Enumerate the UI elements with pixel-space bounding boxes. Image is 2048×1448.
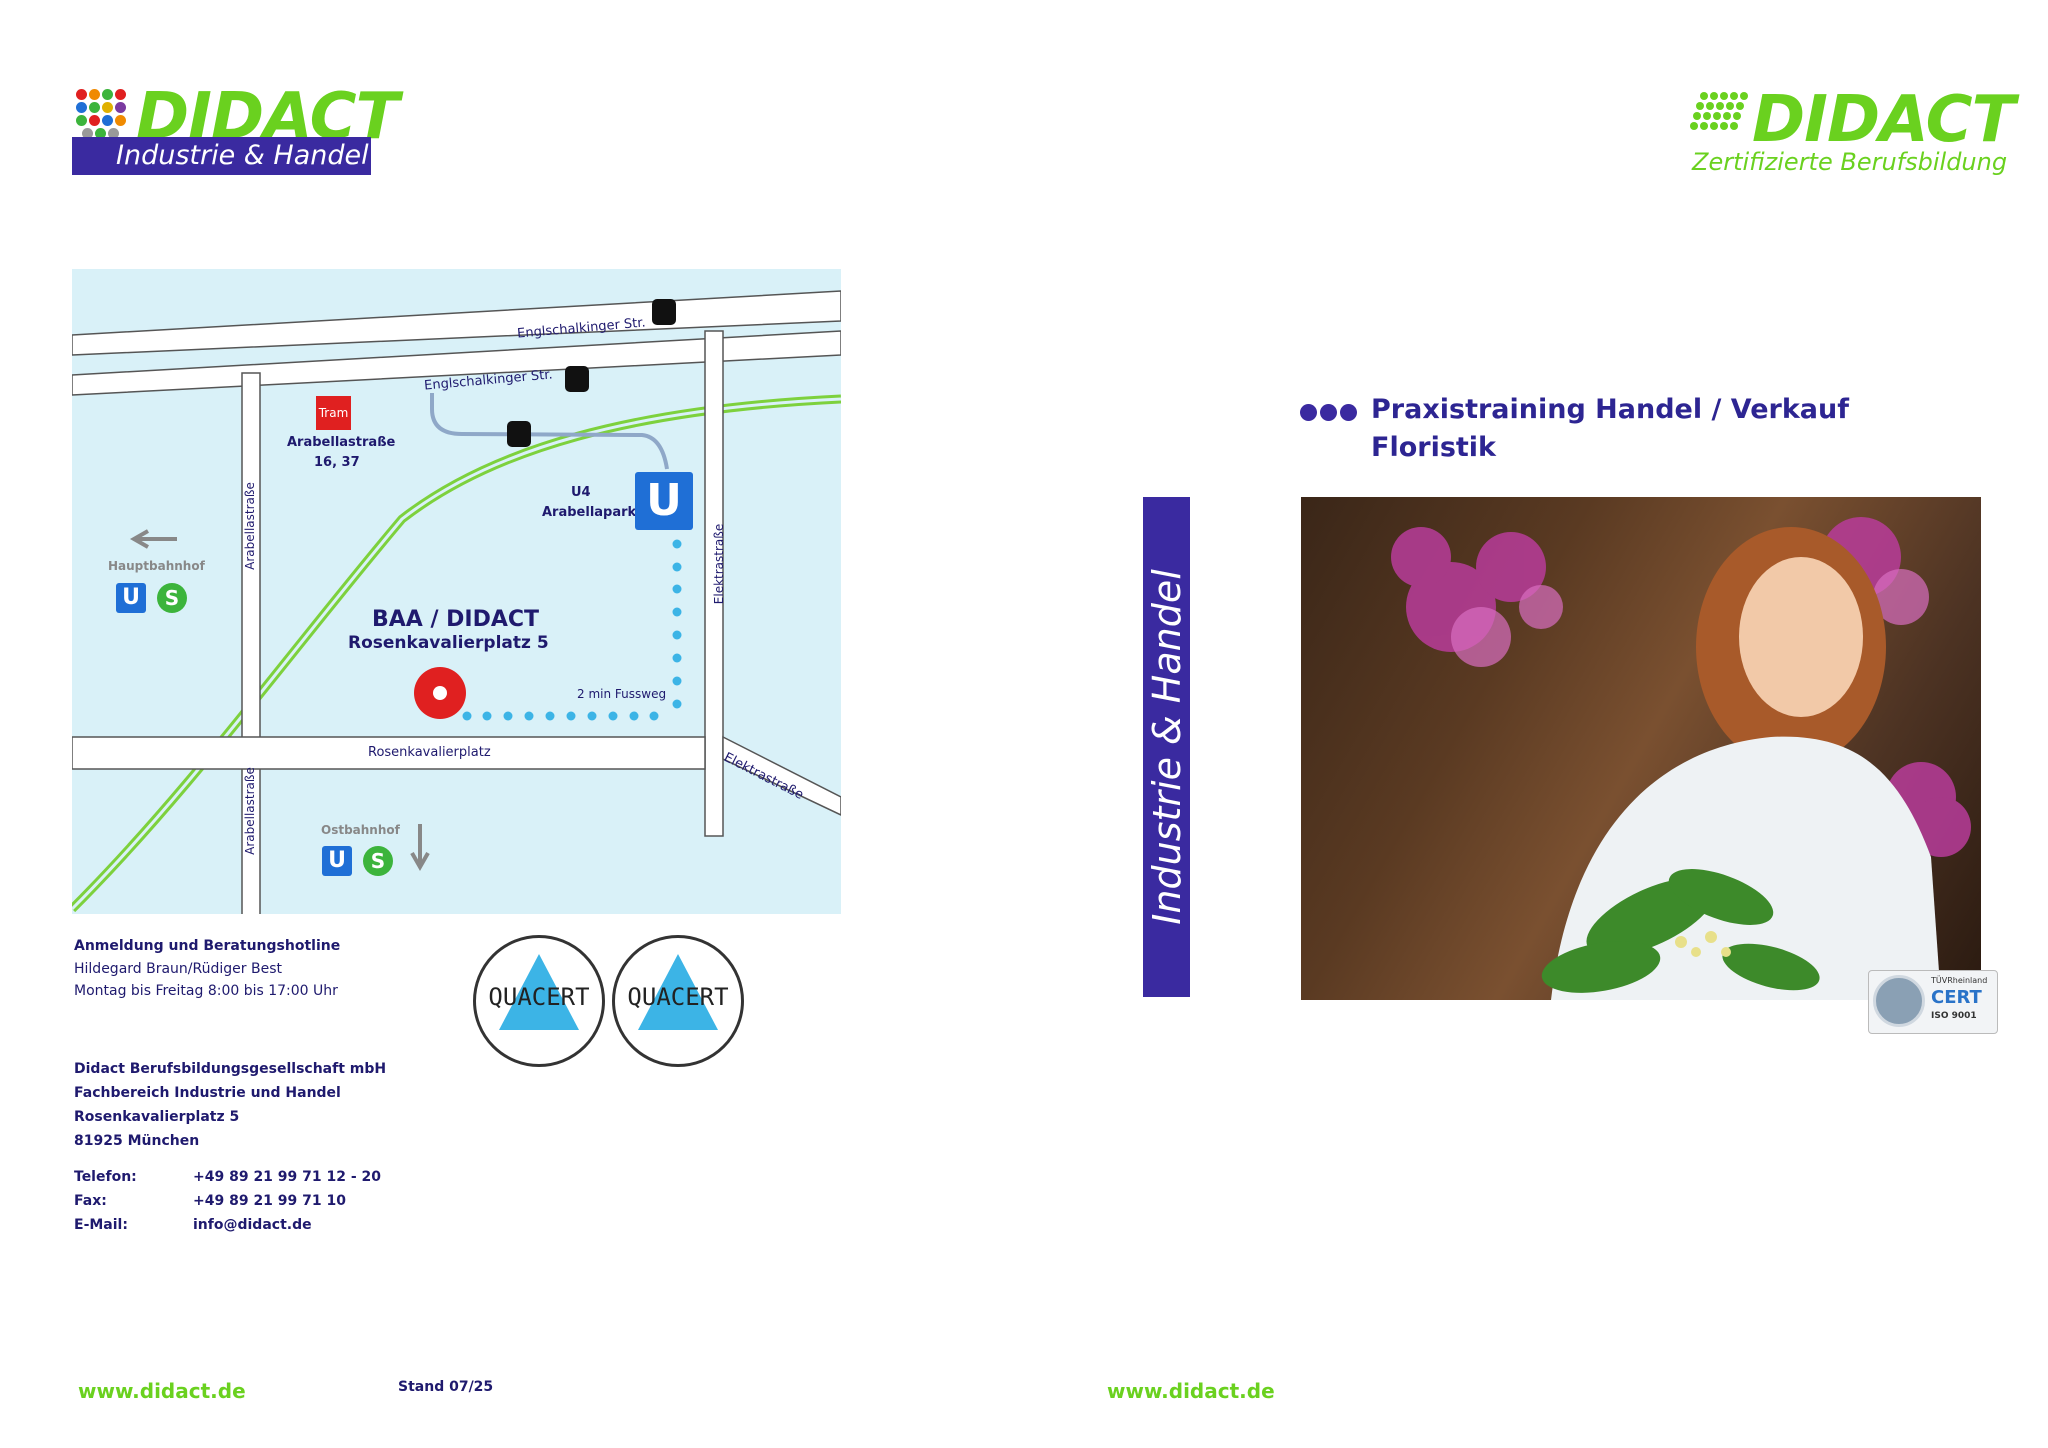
address-block: Didact Berufsbildungsgesellschaft mbH Fa… (74, 1057, 474, 1153)
seal-word: QUACERT (627, 983, 729, 1011)
vertical-title: Industrie & Handel (1144, 569, 1189, 925)
phone-label: Telefon: (74, 1169, 137, 1185)
logo-tagline: Zertifizierte Berufsbildung (1692, 148, 2008, 176)
website-link-right[interactable]: www.didact.de (1107, 1379, 1275, 1403)
ubahn-icon: U (322, 846, 352, 876)
website-link-left[interactable]: www.didact.de (78, 1379, 246, 1403)
contact-block: Telefon: +49 89 21 99 71 12 - 20 Fax: +4… (74, 1165, 474, 1237)
walk-time-label: 2 min Fussweg (577, 687, 667, 701)
headline-bullets (1300, 404, 1360, 424)
dot-grid-icon (1690, 92, 1750, 142)
tram-lines: 16, 37 (314, 455, 360, 470)
bullet-dot (1320, 404, 1337, 421)
logo-subtitle-bar: Industrie & Handel (72, 137, 371, 175)
station-label: Ostbahnhof (321, 823, 400, 837)
bus-icon (652, 299, 676, 325)
sbahn-icon: S (363, 846, 393, 876)
department: Fachbereich Industrie und Handel (74, 1085, 341, 1101)
bullet-dot (1300, 404, 1317, 421)
ubahn-line: U4 (571, 485, 591, 500)
location-map: Englschalkinger Str. Englschalkinger Str… (72, 269, 841, 914)
phone-number: +49 89 21 99 71 12 - 20 (193, 1169, 382, 1185)
station-label: Hauptbahnhof (108, 559, 205, 573)
ubahn-stop-name: Arabellapark (542, 505, 637, 520)
map-roads (72, 290, 841, 914)
triangle-icon (499, 954, 579, 1030)
hotline-names: Hildegard Braun/Rüdiger Best (74, 961, 282, 977)
fax-label: Fax: (74, 1193, 107, 1209)
destination-title: BAA / DIDACT (372, 607, 540, 632)
triangle-icon (638, 954, 718, 1030)
stand-date: Stand 07/25 (398, 1379, 494, 1395)
company-name: Didact Berufsbildungsgesellschaft mbH (74, 1061, 387, 1077)
tuv-logo-icon (1873, 975, 1925, 1027)
photo-illustration (1391, 517, 1971, 1000)
hotline-block: Anmeldung und Beratungshotline Hildegard… (74, 934, 434, 1002)
street-label: Arabellastraße (242, 767, 257, 855)
tram-stop-name: Arabellastraße (287, 435, 396, 450)
email-label: E-Mail: (74, 1217, 128, 1233)
logo-wordmark: DIDACT (1752, 83, 2015, 157)
quacert-seal: QUACERT (473, 935, 605, 1067)
bus-icon (565, 366, 589, 392)
hotline-hours: Montag bis Freitag 8:00 bis 17:00 Uhr (74, 983, 338, 999)
street-label: Elektrastraße (712, 523, 727, 605)
city: 81925 München (74, 1133, 200, 1149)
quacert-seal: QUACERT (612, 935, 744, 1067)
didact-logo-left: DIDACT Industrie & Handel (72, 85, 399, 175)
ubahn-icon: U (635, 472, 693, 530)
bullet-dot (1340, 404, 1357, 421)
tuv-cert: CERT (1931, 987, 1982, 1008)
didact-logo-right: DIDACT Zertifizierte Berufsbildung (1690, 88, 2015, 180)
tuv-norm: ISO 9001 (1931, 1011, 1977, 1021)
florist-photo (1301, 497, 1981, 1000)
street-label: Arabellastraße (242, 482, 257, 570)
headline-2: Floristik (1371, 432, 1497, 463)
ubahn-icon: U (116, 583, 146, 613)
dot-grid-icon (76, 89, 136, 139)
tuv-top: TÜVRheinland (1931, 976, 1988, 985)
vertical-title-bar: Industrie & Handel (1143, 497, 1190, 997)
email-link[interactable]: info@didact.de (193, 1217, 312, 1233)
hotline-title: Anmeldung und Beratungshotline (74, 938, 341, 954)
street-label: Rosenkavalierplatz (368, 745, 491, 760)
seal-word: QUACERT (488, 983, 590, 1011)
destination-address: Rosenkavalierplatz 5 (348, 633, 549, 653)
fax-number: +49 89 21 99 71 10 (193, 1193, 346, 1209)
bus-icon (507, 421, 531, 447)
street: Rosenkavalierplatz 5 (74, 1109, 240, 1125)
headline-1: Praxistraining Handel / Verkauf (1371, 394, 1849, 425)
sbahn-icon: S (157, 583, 187, 613)
tram-icon: Tram (316, 396, 351, 430)
tuv-cert-badge: TÜVRheinland CERT ISO 9001 (1868, 970, 1998, 1034)
